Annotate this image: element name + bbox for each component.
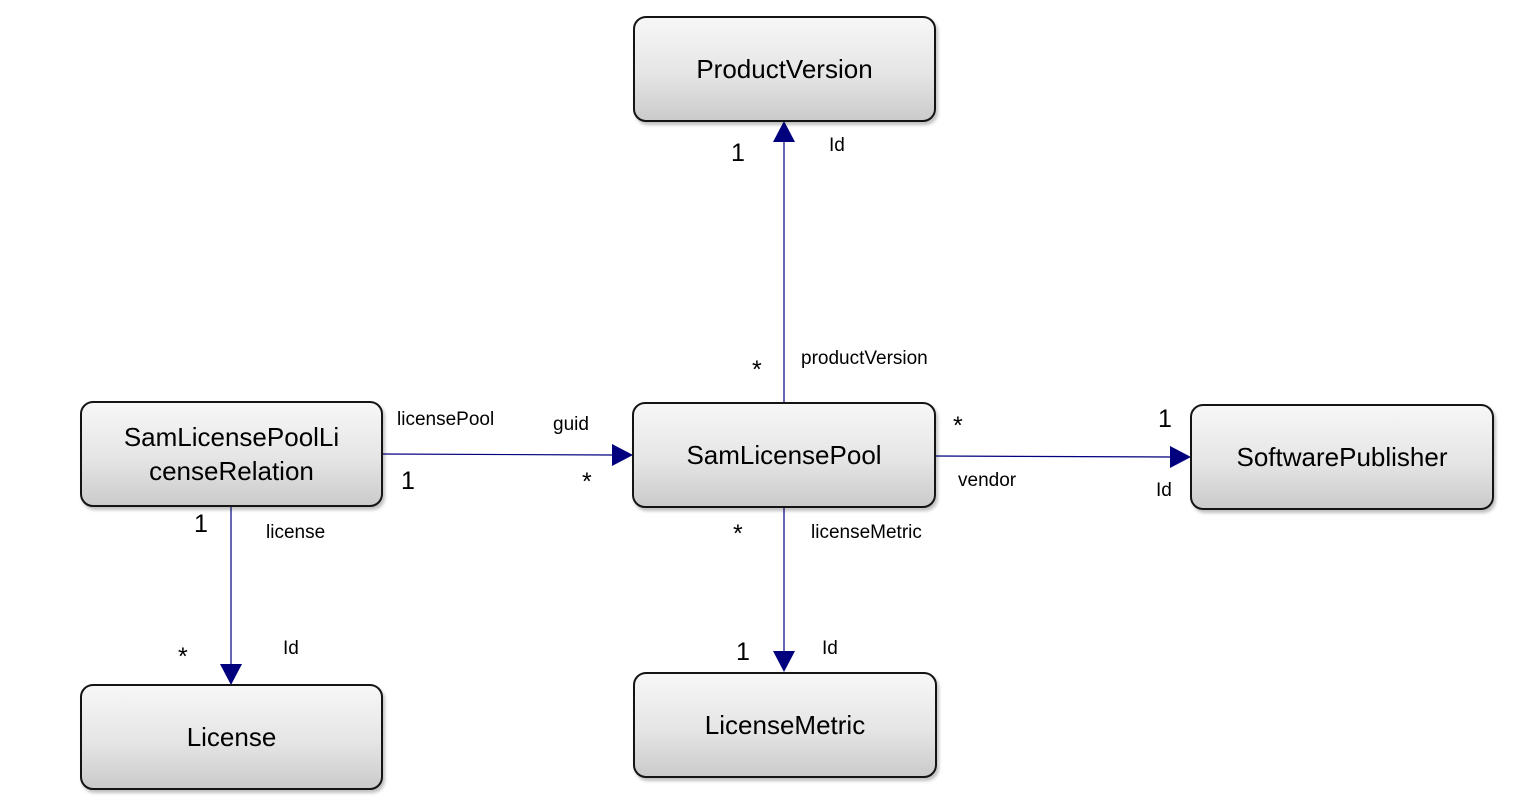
arrowhead-softwarepublisher	[1170, 446, 1191, 468]
multiplicity-metric-source: *	[733, 520, 743, 548]
field-vendor-target: Id	[1156, 480, 1172, 501]
entity-samlicensepool-label: SamLicensePool	[686, 440, 882, 470]
entity-softwarepublisher-label: SoftwarePublisher	[1236, 442, 1448, 472]
multiplicity-metric-target: 1	[736, 638, 750, 666]
multiplicity-vendor-target: 1	[1158, 405, 1172, 433]
field-vendor-source: vendor	[958, 470, 1017, 491]
entity-license-label: License	[186, 722, 277, 752]
field-license-target: Id	[283, 638, 299, 659]
multiplicity-licensepool-source: 1	[401, 467, 415, 495]
field-licensepool-source: licensePool	[397, 409, 495, 430]
multiplicity-productversion-target: 1	[731, 139, 745, 167]
arrowhead-productversion	[773, 121, 795, 142]
entity-productversion-label: ProductVersion	[696, 54, 873, 84]
connector-relation-pool	[381, 453, 613, 456]
field-metric-source: licenseMetric	[811, 522, 922, 543]
field-licensepool-target: guid	[553, 414, 589, 435]
entity-licensemetric-label: LicenseMetric	[704, 710, 866, 740]
arrowhead-licensemetric	[773, 651, 795, 672]
arrowhead-samlicensepool	[612, 444, 633, 466]
multiplicity-license-source: 1	[194, 510, 208, 538]
multiplicity-vendor-source: *	[953, 412, 963, 440]
entity-softwarepublisher[interactable]: SoftwarePublisher	[1190, 404, 1494, 510]
entity-license[interactable]: License	[80, 684, 383, 790]
field-productversion-id: Id	[829, 135, 845, 156]
entity-samlicensepool[interactable]: SamLicensePool	[632, 402, 936, 508]
field-license-source: license	[266, 522, 326, 543]
multiplicity-productversion-source: *	[752, 356, 762, 384]
entity-samlicensepoollicenserelation[interactable]: SamLicensePoolLi censeRelation	[80, 401, 383, 507]
entity-licensemetric[interactable]: LicenseMetric	[633, 672, 937, 778]
field-productversion-source: productVersion	[801, 348, 928, 369]
entity-samlicensepoollicenserelation-label: SamLicensePoolLi censeRelation	[123, 422, 340, 486]
entity-productversion[interactable]: ProductVersion	[633, 16, 936, 122]
multiplicity-licensepool-target: *	[582, 468, 592, 496]
arrowhead-license	[220, 664, 242, 685]
connector-pool-publisher	[934, 455, 1171, 458]
field-metric-target: Id	[822, 638, 838, 659]
multiplicity-license-target: *	[178, 643, 188, 671]
